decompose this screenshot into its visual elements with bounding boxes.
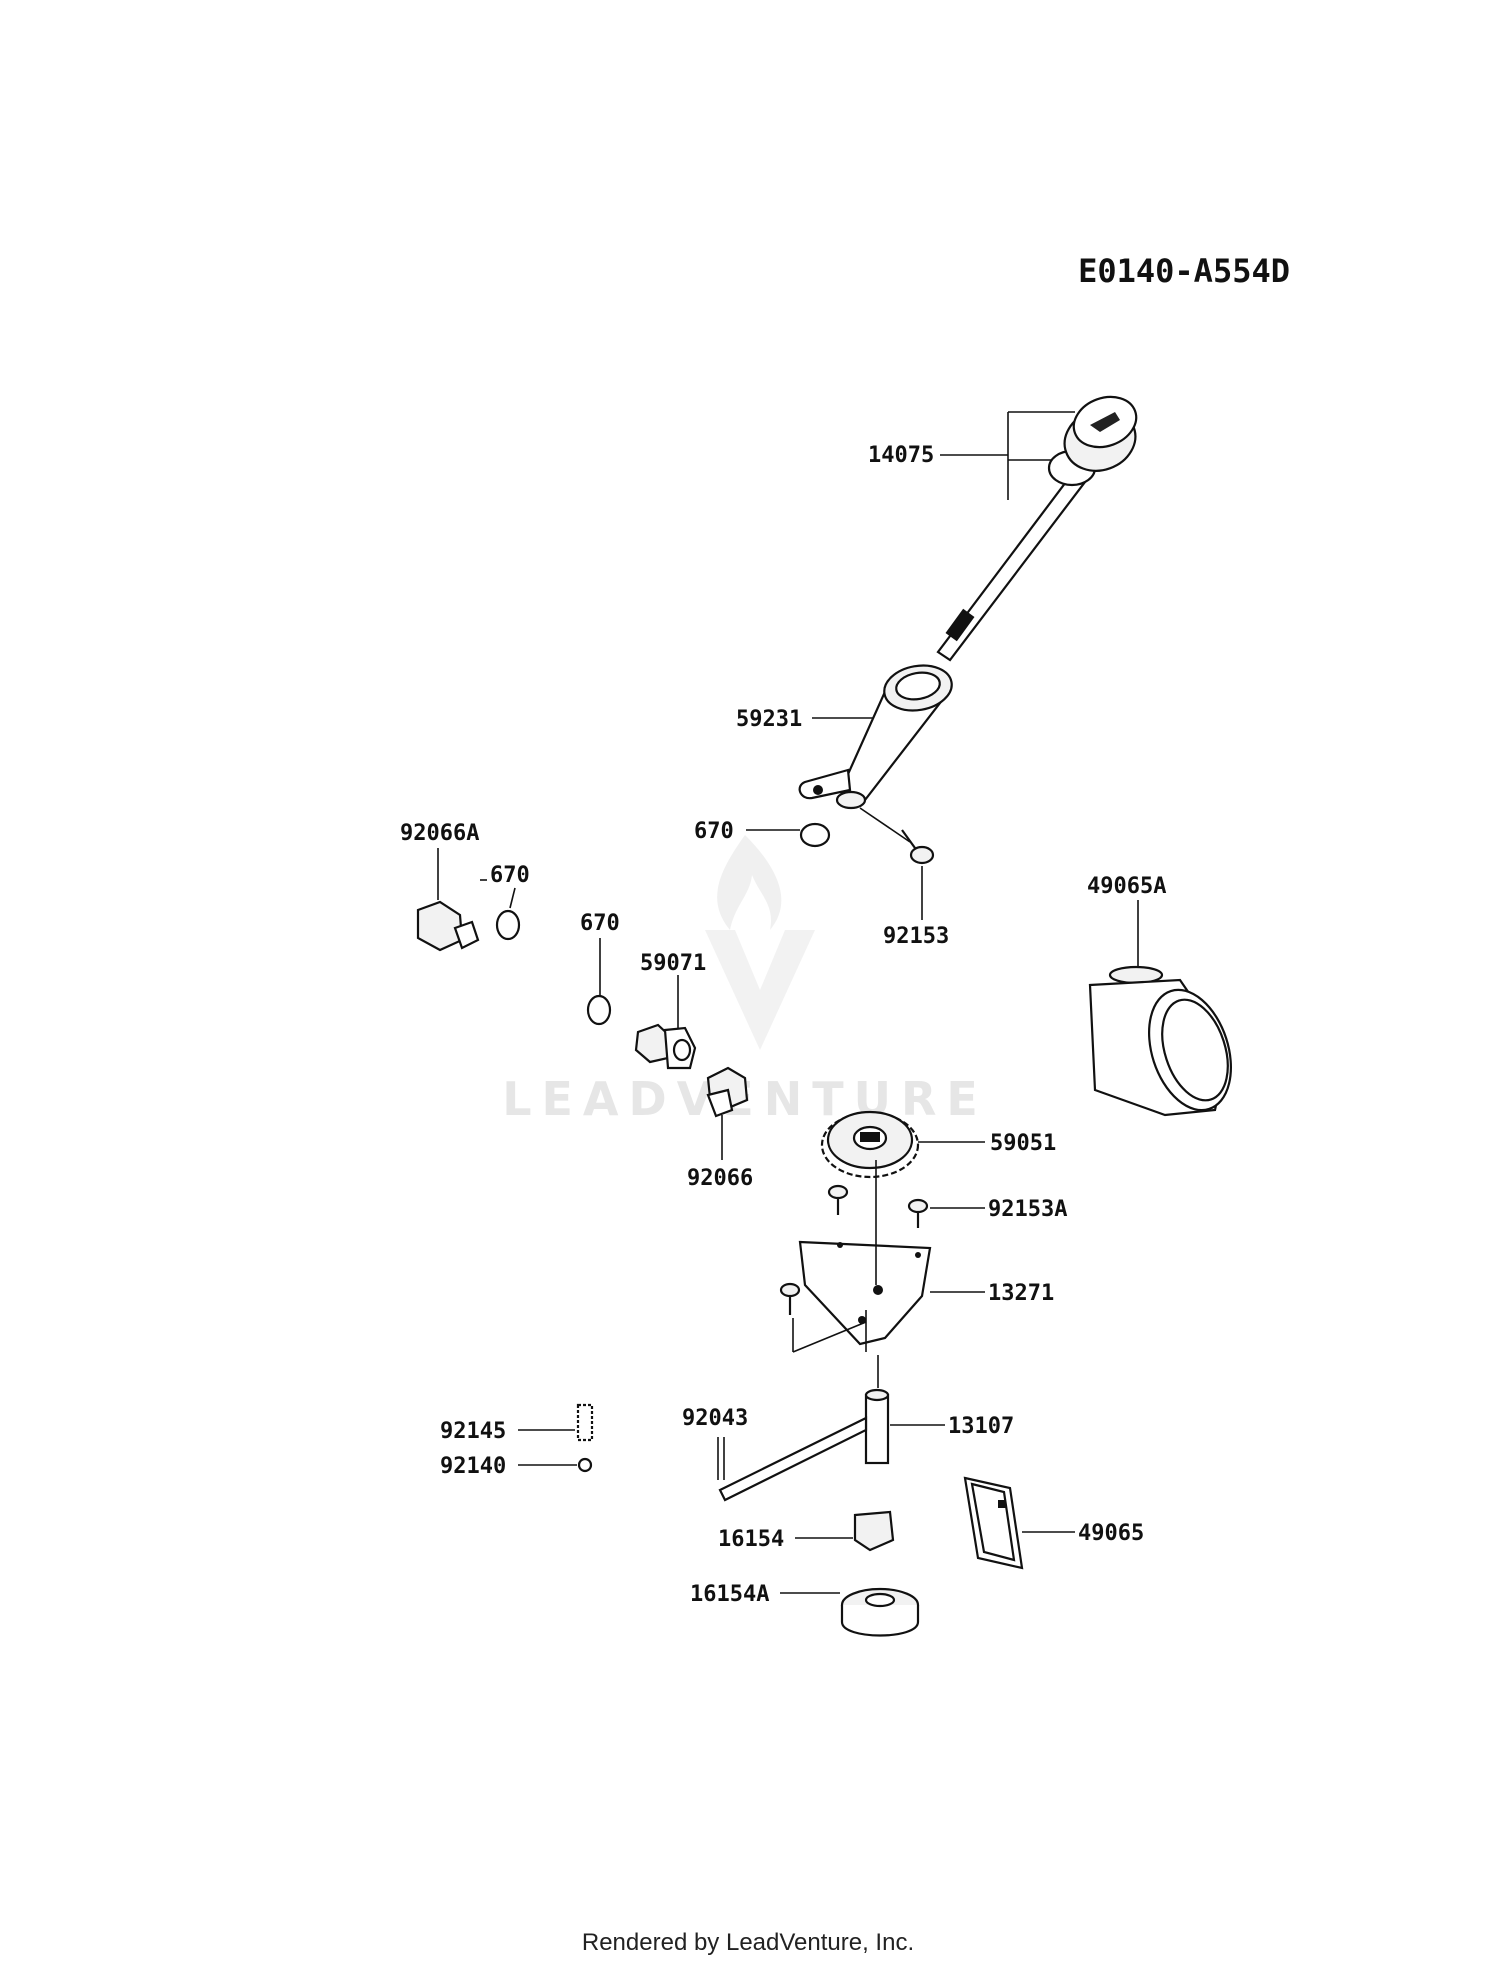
part-label-92153: 92153 — [883, 924, 949, 949]
part-label-670-mid: 670 — [580, 911, 620, 936]
plug-92066A — [416, 848, 521, 952]
inner-rotor-16154 — [795, 1510, 895, 1552]
plug-92066 — [706, 1066, 749, 1160]
bolt-92153 — [859, 807, 935, 920]
pump-cover-13271 — [779, 1160, 985, 1353]
outer-rotor-16154A — [780, 1587, 920, 1637]
pump-shaft-13107 — [717, 1355, 945, 1502]
part-label-59231: 59231 — [736, 707, 802, 732]
watermark-logo — [705, 835, 815, 1050]
footer-credit: Rendered by LeadVenture, Inc. — [582, 1929, 914, 1956]
part-label-92066A: 92066A — [400, 821, 479, 846]
diagram-code: E0140-A554D — [1078, 252, 1290, 290]
part-label-92145: 92145 — [440, 1419, 506, 1444]
part-label-16154A: 16154A — [690, 1582, 769, 1607]
relief-spring-ball — [518, 1403, 594, 1473]
pump-gear-59051 — [820, 1110, 985, 1179]
part-label-92153A: 92153A — [988, 1197, 1067, 1222]
part-label-49065: 49065 — [1078, 1521, 1144, 1546]
fitting-59071 — [586, 938, 697, 1070]
part-label-670-left: 670 — [490, 863, 530, 888]
part-label-92140: 92140 — [440, 1454, 506, 1479]
part-label-16154: 16154 — [718, 1527, 784, 1552]
part-label-59051: 59051 — [990, 1131, 1056, 1156]
o-ring-670-top — [799, 822, 831, 848]
part-label-13271: 13271 — [988, 1281, 1054, 1306]
part-label-59071: 59071 — [640, 951, 706, 976]
part-label-14075: 14075 — [868, 443, 934, 468]
oil-filter-49065A — [1088, 900, 1233, 1117]
oil-filler-tube — [798, 664, 953, 810]
part-label-92066: 92066 — [687, 1166, 753, 1191]
part-label-13107: 13107 — [948, 1414, 1014, 1439]
part-label-49065A: 49065A — [1087, 874, 1166, 899]
part-label-92043: 92043 — [682, 1406, 748, 1431]
part-label-670-top: 670 — [694, 819, 734, 844]
dipstick-assembly — [936, 395, 1138, 662]
gasket-49065 — [963, 1476, 1075, 1570]
